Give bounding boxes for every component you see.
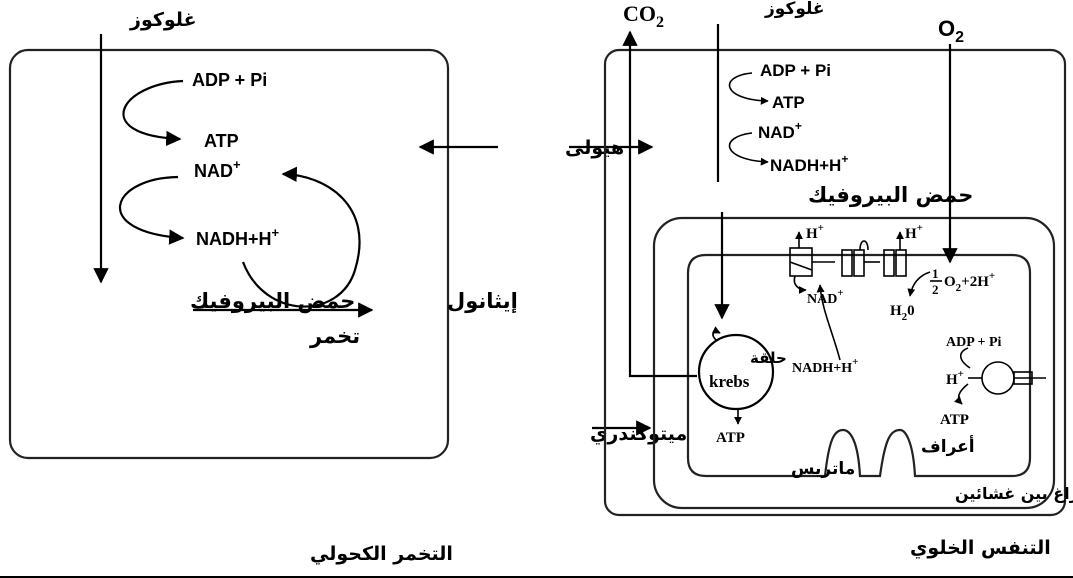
- respiration-adp-pi-label: ADP + Pi: [760, 61, 831, 80]
- synthase-adp-pi-label: ADP + Pi: [946, 335, 1002, 350]
- fermentation-nadh-label: NADH+H+: [196, 225, 280, 249]
- synthase-to-atp-arrow: [954, 383, 969, 405]
- middle-labels: هيولى ميتوكندري: [418, 137, 687, 446]
- fermentation-nad-label: NAD+: [194, 157, 241, 181]
- oxygen-reaction-label: O2+2H+: [944, 270, 995, 294]
- electron-transport-chain: [789, 231, 907, 277]
- etc-nadh-label: NADH+H+: [792, 356, 858, 376]
- nadh-recycle-arrow: [241, 166, 361, 308]
- respiration-cell-box: [603, 48, 1067, 517]
- krebs-cycle-direction: [711, 326, 721, 341]
- respiration-nad-to-nadh-arrow: [728, 132, 769, 166]
- atp-synthase: [954, 347, 1046, 405]
- fermentation-process-label: تخمر: [309, 324, 360, 348]
- o2-label: O2: [938, 16, 964, 46]
- etc-nad-label: NAD+: [807, 287, 844, 307]
- nadh-to-nad-arrow: [793, 275, 807, 294]
- fermentation-panel: غلوكوز ADP + Pi ATP NAD+ NADH+H+ حمض الب…: [8, 9, 518, 565]
- co2-label: CO2: [623, 1, 664, 31]
- respiration-panel: CO2 غلوكوز O2 ADP + Pi ATP NAD+ NADH+H+ …: [603, 0, 1073, 560]
- respiration-nadh-label: NADH+H+: [770, 152, 848, 175]
- mitochondrion-inner-membrane: [686, 253, 1032, 478]
- etc-complex-1: [789, 247, 813, 277]
- krebs-arabic-label: حلقة: [750, 349, 787, 367]
- half-denominator: 2: [932, 282, 939, 297]
- fermentation-glucose-label: غلوكوز: [129, 9, 197, 31]
- h-ion-label-2: H+: [905, 222, 923, 242]
- water-label: H20: [890, 303, 915, 323]
- half-numerator: 1: [932, 266, 939, 281]
- synthase-atp-label: ATP: [940, 412, 969, 428]
- ethanol-label: إيثانول: [447, 289, 518, 313]
- adp-to-atp-arrow: [122, 79, 184, 147]
- atp-synthase-head: [981, 361, 1015, 395]
- respiration-caption: التنفس الخلوي: [910, 537, 1051, 560]
- etc-complex-3a: [883, 249, 895, 277]
- fermentation-atp-label: ATP: [204, 131, 239, 151]
- respiration-pyruvic-label: حمض البيروفيك: [808, 183, 973, 207]
- fermentation-adp-pi-label: ADP + Pi: [192, 70, 267, 90]
- krebs-english-label: krebs: [709, 372, 750, 391]
- h-ion-label-1: H+: [806, 222, 824, 242]
- etc-inner-path: [789, 261, 813, 271]
- fermentation-caption: التخمر الكحولي: [310, 543, 453, 565]
- respiration-adp-to-atp-arrow: [728, 72, 769, 105]
- respiration-nad-label: NAD+: [758, 119, 802, 142]
- fermentation-cell-box: [8, 48, 450, 460]
- intermembrane-space-label: فراغ بين غشائين: [955, 484, 1073, 503]
- cristae-label: أعراف: [921, 435, 975, 457]
- krebs-atp-label: ATP: [716, 430, 745, 446]
- matrix-label: ماتريس: [791, 459, 855, 479]
- krebs-cycle-circle: [697, 333, 775, 411]
- oxygen-to-water-arrow: [907, 271, 931, 297]
- synthase-adp-curve: [959, 347, 971, 369]
- etc-complex-2a: [841, 249, 853, 277]
- respiration-atp-label: ATP: [772, 93, 805, 112]
- respiration-glucose-label: غلوكوز: [764, 0, 825, 19]
- synthase-h-label: H+: [946, 368, 964, 388]
- etc-complex-3b: [895, 249, 907, 277]
- nad-to-nadh-arrow: [118, 175, 185, 245]
- etc-complex-2b: [853, 249, 865, 277]
- mitochondrion-outer-membrane: [652, 216, 1056, 510]
- proton-pump-3: [859, 240, 869, 251]
- krebs-to-co2-arrow: [622, 30, 697, 378]
- nadh-to-etc-arrow: [816, 284, 841, 361]
